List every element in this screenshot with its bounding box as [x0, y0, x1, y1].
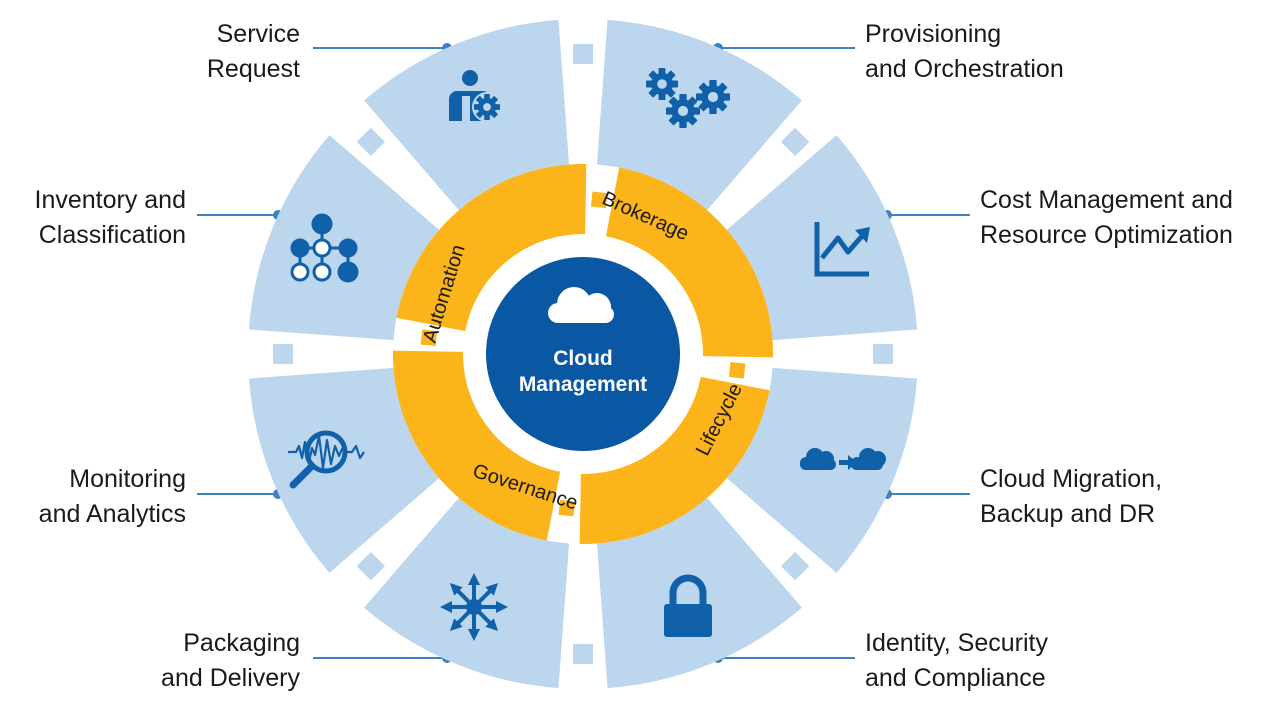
- outer-gap-marker: [356, 551, 386, 581]
- outer-gap-marker: [573, 644, 593, 664]
- distribution-arrow: [468, 573, 480, 607]
- padlock-icon: [664, 574, 712, 637]
- label-migration-line1: Cloud Migration,: [980, 465, 1162, 493]
- label-cost-line2: Resource Optimization: [980, 221, 1233, 249]
- outer-gap-marker: [780, 127, 810, 157]
- outer-gap-marker: [273, 344, 293, 364]
- distribution-arrow: [472, 605, 499, 632]
- node-tree-icon: [290, 213, 359, 283]
- cloud-icon: [548, 287, 614, 323]
- trend-chart-icon: [814, 222, 870, 277]
- magnifier-waveform-icon: [288, 430, 365, 489]
- outer-segment-cost: [726, 135, 918, 341]
- inner-segment-lifecycle: [579, 376, 770, 544]
- inner-gap-marker: [558, 499, 576, 517]
- label-monitoring-line1: Monitoring: [69, 465, 186, 493]
- inner-segment-governance: [393, 350, 561, 541]
- distribution-arrow: [449, 605, 476, 632]
- distribution-arrows-icon: [440, 573, 508, 641]
- outer-gap-marker: [573, 44, 593, 64]
- label-inventory-line1: Inventory and: [35, 186, 187, 214]
- label-inventory-line2: Classification: [39, 221, 186, 249]
- outer-ring: [248, 19, 918, 689]
- distribution-arrow: [440, 601, 474, 613]
- outer-segment-inventory: [248, 135, 440, 341]
- distribution-arrow: [474, 601, 508, 613]
- label-service-request-line1: Service: [217, 20, 300, 48]
- label-identity-line2: and Compliance: [865, 664, 1046, 692]
- outer-gap-marker: [356, 127, 386, 157]
- label-provisioning-line1: Provisioning: [865, 20, 1001, 48]
- inner-segment-brokerage: [605, 167, 773, 358]
- inner-gap-marker: [590, 191, 608, 209]
- outer-segment-packaging: [364, 497, 570, 689]
- distribution-arrow: [449, 582, 476, 609]
- outer-segment-monitoring: [248, 367, 440, 573]
- inner-ring: [393, 164, 773, 544]
- outer-segment-identity: [596, 497, 802, 689]
- center-title-line1: Cloud: [553, 347, 612, 370]
- label-monitoring-line2: and Analytics: [39, 500, 186, 528]
- inner-segment-automation: [396, 164, 587, 332]
- outer-gap-marker: [873, 344, 893, 364]
- label-provisioning-line2: and Orchestration: [865, 55, 1064, 83]
- label-packaging-line2: and Delivery: [161, 664, 300, 692]
- inner-gap-marker: [420, 329, 438, 347]
- label-packaging-line1: Packaging: [183, 629, 300, 657]
- distribution-arrow: [468, 607, 480, 641]
- label-cost-line1: Cost Management and: [980, 186, 1233, 214]
- center-hub: [486, 257, 680, 451]
- label-service-request-line2: Request: [207, 55, 300, 83]
- cloud-migration-icon: [800, 448, 886, 470]
- label-identity-line1: Identity, Security: [865, 629, 1048, 657]
- outer-segment-migration: [726, 367, 918, 573]
- person-gear-icon: [449, 70, 502, 122]
- outer-segment-provisioning: [596, 19, 802, 211]
- distribution-arrow: [472, 582, 499, 609]
- outer-gap-marker: [780, 551, 810, 581]
- center-title-line2: Management: [519, 373, 647, 396]
- label-migration-line2: Backup and DR: [980, 500, 1155, 528]
- inner-gap-marker: [728, 361, 746, 379]
